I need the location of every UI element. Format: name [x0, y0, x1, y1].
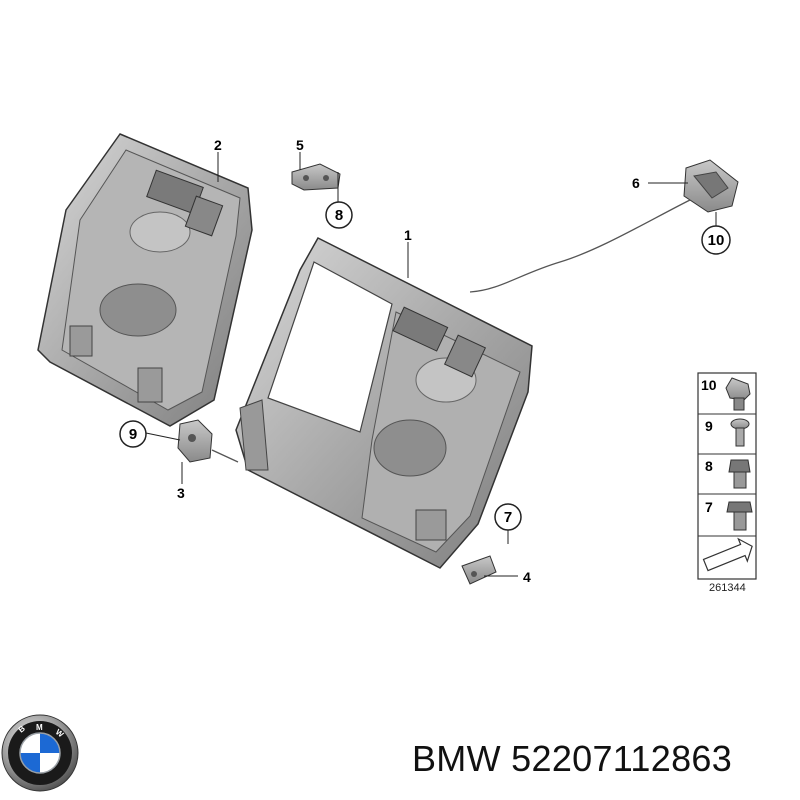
fastener-7-bolt-icon — [726, 501, 753, 531]
legend-item-7: 7 — [705, 499, 713, 515]
callout-5: 5 — [296, 137, 304, 153]
callout-4: 4 — [523, 569, 531, 585]
callout-3: 3 — [177, 485, 185, 501]
fastener-10-clip-icon — [725, 377, 751, 411]
callout-10-circle: 10 — [701, 225, 731, 255]
callout-9-circle: 9 — [119, 420, 147, 448]
callout-8-circle: 8 — [325, 201, 353, 229]
svg-text:B: B — [17, 724, 27, 735]
diagram-arrow-icon — [702, 537, 753, 572]
callout-10: 10 — [708, 232, 725, 249]
callout-7-circle: 7 — [494, 503, 522, 531]
part-number-label: BMW 52207112863 — [412, 738, 733, 779]
legend-item-8: 8 — [705, 458, 713, 474]
callout-1: 1 — [404, 227, 412, 243]
callout-8: 8 — [335, 207, 343, 224]
release-cable — [469, 199, 691, 293]
diagram-number: 261344 — [709, 582, 746, 594]
svg-text:W: W — [54, 727, 66, 739]
part-4-mount-plate — [461, 555, 497, 585]
fastener-8-bolt-icon — [728, 459, 751, 489]
part-5-latch-bracket — [291, 163, 341, 191]
fastener-9-screw-icon — [730, 418, 750, 447]
part-1-seat-back-frame — [235, 237, 533, 569]
legend-item-10: 10 — [701, 377, 717, 393]
part-6-release-handle — [683, 159, 739, 213]
callout-7: 7 — [504, 509, 512, 526]
callout-6: 6 — [632, 175, 640, 191]
cable-end — [211, 449, 239, 463]
fastener-legend: 10 9 8 7 261344 — [697, 372, 757, 594]
leader-lines — [145, 152, 717, 577]
legend-item-9: 9 — [705, 418, 713, 434]
part-2-seat-back-panel — [37, 133, 253, 427]
callout-2: 2 — [214, 137, 222, 153]
bmw-logo: B M W — [1, 714, 79, 792]
part-3-hinge-bracket — [177, 419, 213, 463]
callout-9: 9 — [129, 426, 137, 443]
svg-text:M: M — [36, 723, 43, 732]
